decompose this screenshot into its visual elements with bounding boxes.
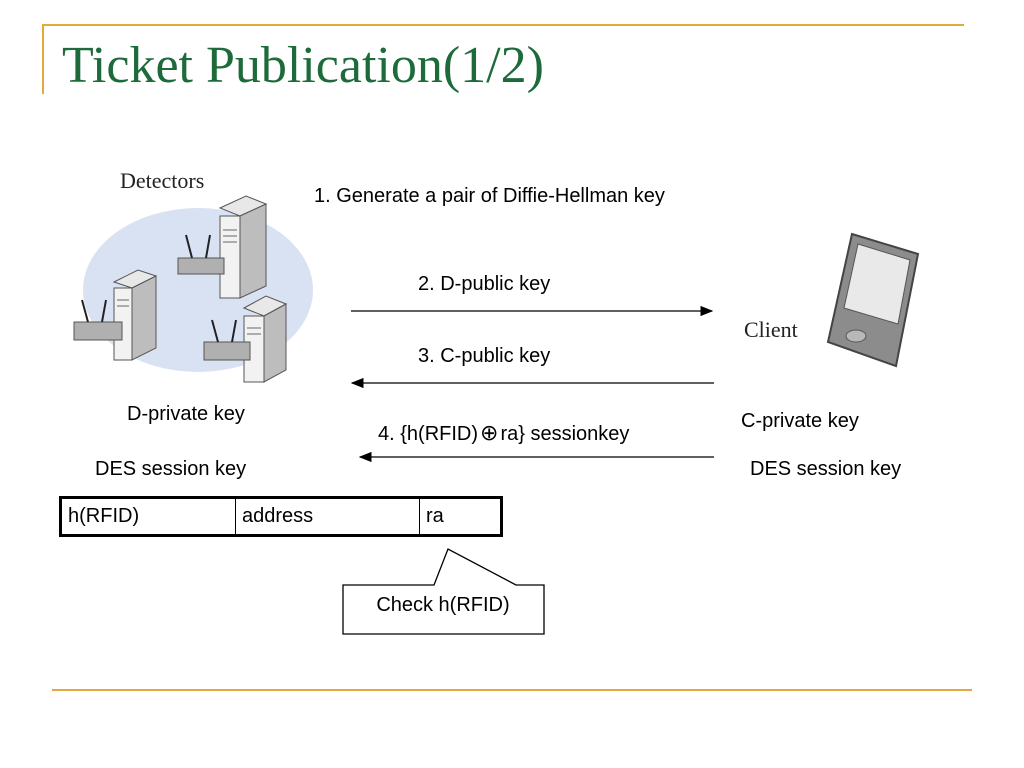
ticket-cell-hrfid: h(RFID) [60, 497, 236, 536]
detectors-illustration [73, 195, 313, 383]
table-row: h(RFID) address ra [60, 497, 502, 536]
server-icon [218, 195, 268, 299]
message-arrows [350, 305, 714, 463]
slide-title: Ticket Publication(1/2) [62, 37, 544, 94]
antenna-base-icon [177, 234, 225, 275]
server-icon [112, 269, 158, 361]
ticket-cell-ra: ra [419, 497, 502, 536]
step-4-text: 4. {h(RFID)⊕ra} sessionkey [378, 420, 629, 446]
top-rule [42, 24, 964, 26]
antenna-base-icon [203, 319, 251, 361]
xor-symbol: ⊕ [480, 420, 499, 445]
ticket-table: h(RFID) address ra [59, 496, 503, 537]
pda-button [845, 329, 867, 343]
step-4-suffix: ra} sessionkey [500, 423, 630, 445]
client-label: Client [744, 317, 798, 342]
bottom-rule [52, 689, 972, 691]
detectors-label: Detectors [120, 168, 205, 193]
step-1-text: 1. Generate a pair of Diffie-Hellman key [314, 185, 665, 207]
client-private-key-label: C-private key [741, 410, 859, 432]
callout-box [342, 548, 545, 635]
pda-icon [826, 232, 920, 368]
left-rule [42, 24, 44, 94]
antenna-base-icon [73, 299, 123, 341]
step-2-text: 2. D-public key [418, 273, 551, 295]
step-4-prefix: 4. {h(RFID) [378, 423, 479, 445]
detector-session-key-label: DES session key [95, 458, 247, 480]
server-icon [242, 295, 288, 383]
ticket-cell-address: address [235, 497, 420, 536]
step-3-text: 3. C-public key [418, 345, 551, 367]
detector-private-key-label: D-private key [127, 403, 245, 425]
callout-text: Check h(RFID) [376, 594, 510, 616]
client-session-key-label: DES session key [750, 458, 902, 480]
